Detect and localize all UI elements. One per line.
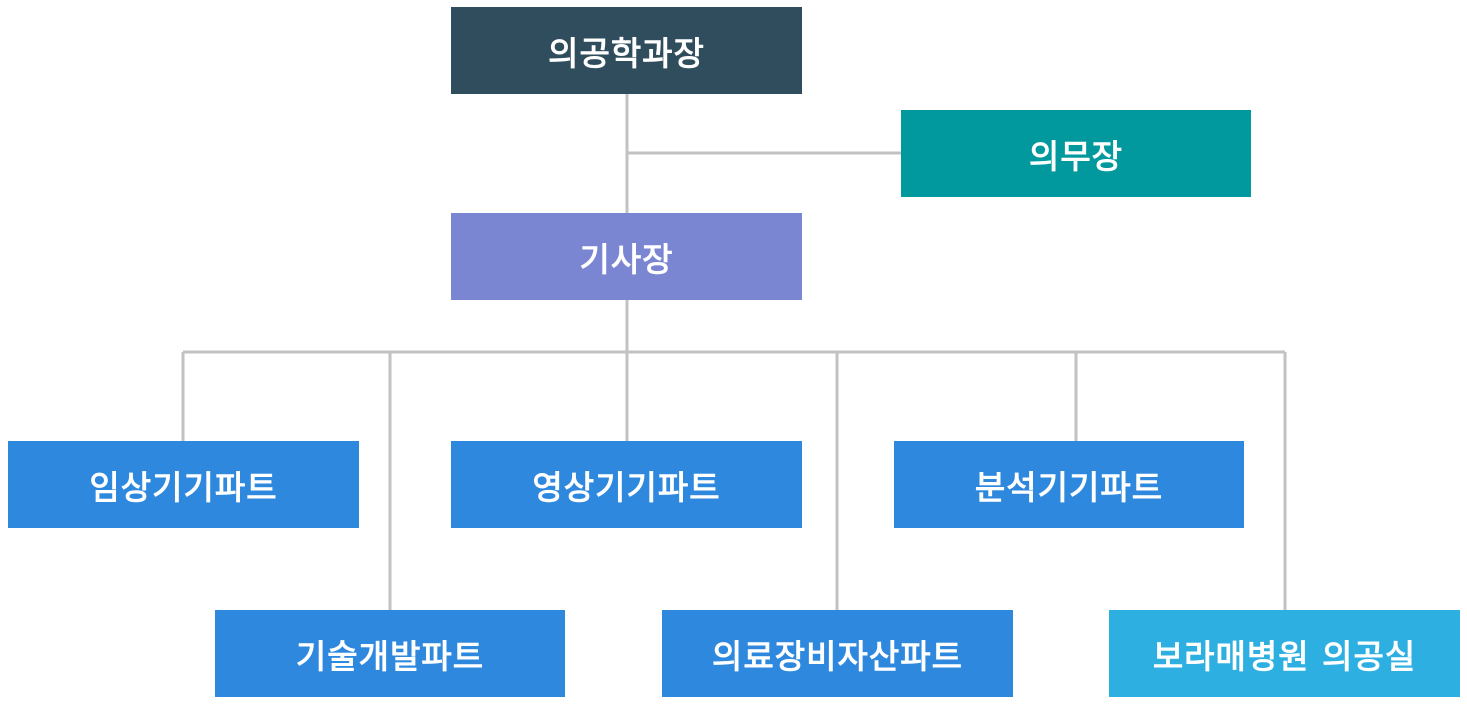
chief-engineer-box: 기사장 [451,213,802,300]
affiliate-box: 보라매병원 의공실 [1109,610,1460,697]
part-label-imaging: 영상기기파트 [532,467,721,507]
medical-director-box: 의무장 [901,110,1251,197]
head-box: 의공학과장 [451,7,802,94]
part-box-imaging: 영상기기파트 [451,441,802,528]
part-box-techdev: 기술개발파트 [215,610,565,697]
part-label-asset: 의료장비자산파트 [712,636,963,676]
part-box-asset: 의료장비자산파트 [662,610,1013,697]
affiliate-label: 보라매병원 의공실 [1152,636,1417,676]
part-label-techdev: 기술개발파트 [295,636,485,676]
part-label-clinical: 임상기기파트 [89,467,278,507]
part-box-clinical: 임상기기파트 [8,441,359,528]
chief-engineer-label: 기사장 [579,239,674,279]
part-label-analysis: 분석기기파트 [974,467,1164,507]
medical-director-label: 의무장 [1028,136,1124,176]
head-label: 의공학과장 [548,33,705,73]
part-box-analysis: 분석기기파트 [894,441,1244,528]
